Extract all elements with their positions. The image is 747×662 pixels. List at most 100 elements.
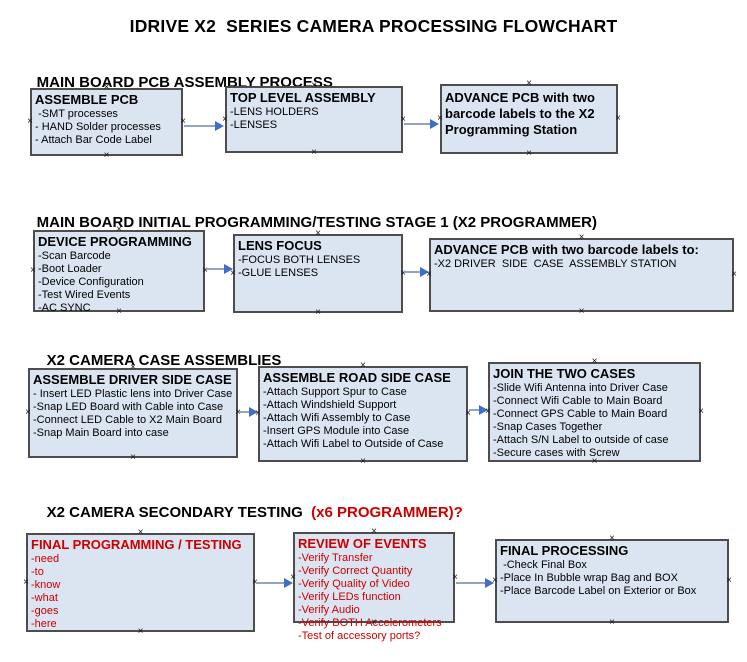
box-item: -SMT processes [35, 107, 118, 120]
section-heading-text: MAIN BOARD INITIAL PROGRAMMING/TESTING S… [36, 214, 597, 231]
flow-arrow [239, 406, 258, 418]
arrow-head-icon [224, 264, 233, 274]
box-item: -AC SYNC [38, 301, 91, 314]
box-item: -Insert GPS Module into Case [263, 424, 410, 437]
arrow-line [456, 582, 488, 584]
box-item: -Attach Wifi Assembly to Case [263, 411, 411, 424]
flow-box-final-programming-testing: FINAL PROGRAMMING / TESTING -need -to -k… [23, 528, 258, 637]
box-item: -Attach Support Spur to Case [263, 385, 407, 398]
connection-handle-icon: × [526, 148, 532, 159]
box-item: -Snap Main Board into case [33, 426, 169, 439]
box-item: -need [31, 552, 60, 565]
box-item: -Verify Transfer [298, 551, 373, 564]
box-item: -Secure cases with Screw [493, 446, 620, 459]
box-item: -Connect LED Cable to X2 Main Board [33, 413, 222, 426]
page-title: IDRIVE X2 SERIES CAMERA PROCESSING FLOWC… [129, 16, 618, 36]
box-title: JOIN THE TWO CASES [493, 366, 636, 381]
flow-box-advance-pcb-programming-station: ADVANCE PCB with two barcode labels to t… [437, 79, 621, 159]
box-item: - Insert LED Plastic lens into Driver Ca… [33, 387, 233, 400]
connection-handle-icon: × [23, 576, 29, 588]
connection-handle-icon: × [311, 147, 317, 158]
box-title: FINAL PROCESSING [500, 543, 629, 558]
connection-handle-icon: × [130, 452, 136, 463]
connection-handle-icon: × [609, 617, 615, 628]
box-title: REVIEW OF EVENTS [298, 536, 427, 551]
box-title: DEVICE PROGRAMMING [38, 234, 192, 249]
connection-handle-icon: × [103, 150, 110, 161]
box-item: -LENS HOLDERS [230, 105, 319, 118]
box-item: -Verify Quality of Video [298, 577, 410, 590]
arrow-head-icon [479, 405, 488, 415]
flow-arrow [206, 263, 233, 275]
flow-arrow [184, 120, 224, 132]
arrow-line [256, 582, 287, 584]
box-item: -Connect GPS Cable to Main Board [493, 407, 668, 420]
box-item: -Boot Loader [38, 262, 102, 275]
box-item: -Test of accessory ports? [298, 629, 421, 642]
connection-handle-icon: × [698, 406, 704, 417]
arrow-head-icon [284, 578, 293, 588]
connection-handle-icon: × [578, 306, 585, 317]
box-item: -Place In Bubble wrap Bag and BOX [500, 571, 678, 584]
flow-box-device-programming: DEVICE PROGRAMMING -Scan Barcode -Boot L… [30, 225, 208, 317]
box-item: -Verify BOTH Accelerometers [298, 616, 442, 629]
box-item: -Attach Wifi Label to Outside of Case [263, 437, 444, 450]
section-heading-red-text: (x6 PROGRAMMER)? [306, 504, 463, 521]
arrow-line [469, 409, 482, 411]
box-item: -Verify Audio [298, 603, 360, 616]
box-item: -Place Barcode Label on Exterior or Box [500, 584, 697, 597]
arrow-head-icon [215, 121, 224, 131]
flow-box-assemble-driver-side-case: ASSEMBLE DRIVER SIDE CASE - Insert LED P… [25, 363, 241, 463]
section-heading-text: X2 CAMERA CASE ASSEMBLIES [46, 352, 282, 369]
section-heading-text: X2 CAMERA SECONDARY TESTING [46, 504, 307, 521]
flow-arrow [256, 577, 293, 589]
section-heading-secondary-testing: X2 CAMERA SECONDARY TESTING (x6 PROGRAMM… [30, 487, 463, 538]
box-item: -Verify Correct Quantity [298, 564, 413, 577]
box-item: -LENSES [230, 118, 278, 131]
box-item: -Slide Wifi Antenna into Driver Case [493, 381, 668, 394]
connection-handle-icon: × [25, 407, 31, 418]
box-title: ADVANCE PCB with two barcode labels to t… [445, 90, 599, 137]
section-heading-case-assemblies: X2 CAMERA CASE ASSEMBLIES [30, 335, 282, 386]
box-item: -Snap LED Board with Cable into Case [33, 400, 224, 413]
flow-arrow [469, 404, 488, 416]
connection-handle-icon: × [731, 269, 737, 280]
flow-box-lens-focus: LENS FOCUS -FOCUS BOTH LENSES -GLUE LENS… [230, 229, 406, 318]
flow-arrow [456, 577, 494, 589]
flow-box-review-of-events: REVIEW OF EVENTS -Verify Transfer -Verif… [290, 527, 458, 642]
flow-arrow [404, 118, 439, 130]
box-title: ASSEMBLE DRIVER SIDE CASE [33, 372, 232, 387]
box-item: -X2 DRIVER SIDE CASE ASSEMBLY STATION [434, 257, 677, 270]
section-heading-initial-programming: MAIN BOARD INITIAL PROGRAMMING/TESTING S… [20, 197, 597, 248]
box-title: LENS FOCUS [238, 238, 322, 253]
box-item: -what [31, 591, 58, 604]
arrow-head-icon [249, 407, 258, 417]
arrow-line [206, 268, 227, 270]
arrow-head-icon [485, 578, 494, 588]
arrow-line [404, 271, 423, 273]
box-item: -Check Final Box [500, 558, 587, 571]
flow-arrow [404, 266, 429, 278]
box-item: -Device Configuration [38, 275, 144, 288]
box-item: -Test Wired Events [38, 288, 131, 301]
flow-box-assemble-pcb: ASSEMBLE PCB -SMT processes - HAND Solde… [27, 83, 186, 161]
flow-box-final-processing: FINAL PROCESSING -Check Final Box -Place… [492, 534, 732, 628]
box-title: FINAL PROGRAMMING / TESTING [31, 537, 242, 552]
box-title: ADVANCE PCB with two barcode labels to: [434, 242, 699, 257]
connection-handle-icon: × [315, 307, 321, 318]
connection-handle-icon: × [726, 575, 732, 586]
box-title: TOP LEVEL ASSEMBLY [230, 90, 376, 105]
connection-handle-icon: × [27, 116, 33, 127]
box-item: -to [31, 565, 44, 578]
connection-handle-icon: × [30, 265, 36, 276]
box-item: -goes [31, 604, 59, 617]
connection-handle-icon: × [615, 113, 621, 124]
box-item: -FOCUS BOTH LENSES [238, 253, 361, 266]
box-item: -Scan Barcode [38, 249, 111, 262]
arrow-line [239, 411, 252, 413]
box-item: - Attach Bar Code Label [35, 133, 152, 146]
box-item: -Attach Windshield Support [263, 398, 397, 411]
box-item: -Connect Wifi Cable to Main Board [493, 394, 663, 407]
box-item: -Verify LEDs function [298, 590, 401, 603]
